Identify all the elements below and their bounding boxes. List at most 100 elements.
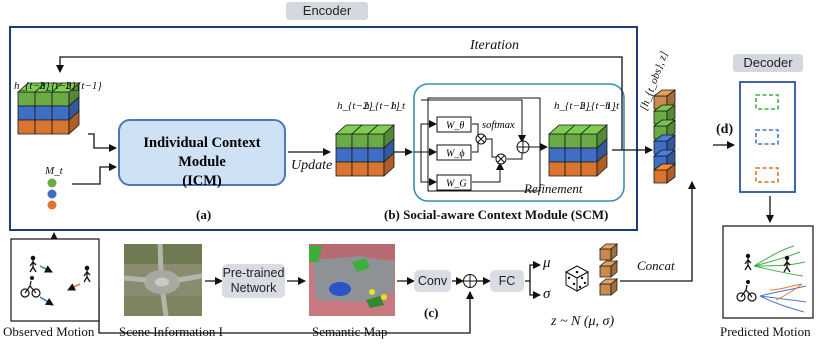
conv-box: Conv [414,270,451,292]
pretrained-line-1: Pre-trained [222,266,285,280]
distribution-label: z ~ N (μ, σ) [551,314,615,329]
add-operator-2 [463,274,477,288]
latent-top-cell [652,89,677,97]
semantic-map-label: Semantic Map [312,324,388,339]
stack-cell [548,147,566,163]
multiply-operator-1 [475,133,487,145]
refined-feature-stack [547,124,609,177]
stack-cell [564,161,582,177]
history-to-icm-arrow [88,133,117,152]
stack-cell [580,147,598,163]
latent-top-cell [652,149,677,157]
encoder-frame [9,26,638,231]
stack-cell [34,119,53,135]
z-cube [599,265,612,278]
stack-cell [548,161,566,177]
updated-label-2: h_t [391,100,406,112]
stack-cell [51,119,70,135]
w-theta-box [436,116,472,133]
dice-icon [564,265,590,292]
refined-label-1: h_{t−1} [580,100,616,112]
z-cube [599,248,612,261]
scm-box [413,83,625,202]
history-label-0: h_{t−3} [14,80,50,92]
stack-cell [351,147,369,163]
decoder-output-orange [755,167,779,183]
stack-side-cell [383,152,395,177]
scene-information-label: Scene Information I [119,324,223,339]
decoder-label: Decoder [733,54,803,72]
fc-box: FC [490,270,524,292]
stack-cell [351,161,369,177]
stack-cell [51,105,70,121]
encoder-label: Encoder [286,2,368,20]
pretrained-network-box: Pre-trained Network [222,264,285,298]
latent-cell [653,169,668,184]
update-label: Update [291,158,333,173]
mu-label: μ [543,255,551,271]
observed-motion-label: Observed Motion [3,324,95,339]
multiply-operator-2 [495,153,507,165]
latent-top-cell [652,119,677,127]
iteration-label: Iteration [470,38,519,53]
stack-cell [34,105,53,121]
mt-dot-orange [47,200,57,210]
stack-cell [335,133,353,149]
history-label-1: h_{t−2} [40,80,76,92]
latent-top-cell [652,104,677,112]
stack-cell [17,105,36,121]
w-g-label: W_G [446,179,467,190]
latent-feature-vector [652,89,677,184]
latent-top-cell [652,134,677,142]
stack-cell [367,147,385,163]
stack-cell [564,147,582,163]
decoder-box [739,81,796,193]
updated-label-0: h_{t−2} [337,100,373,112]
panel-d-label: (d) [716,122,734,137]
stack-cell [51,91,70,107]
z-cube [599,283,612,296]
stack-cell [335,147,353,163]
pretrained-line-2: Network [230,281,277,295]
mt-to-icm-arrow [72,163,117,185]
stack-cell [580,133,598,149]
updated-label-1: h_{t−1} [364,100,400,112]
stack-cell [17,119,36,135]
predicted-motion-image [722,225,814,319]
observed-motion-image [10,238,100,322]
stack-side-cell [596,152,608,177]
concat-arrow [620,181,696,282]
z-cube-top [598,278,619,285]
softmax-label: softmax [482,120,515,131]
history-label-2: h_{t−1} [66,80,102,92]
stack-cell [34,91,53,107]
concat-label: Concat [637,258,675,273]
panel-c-label: (c) [424,305,439,320]
stack-side-cell [68,110,80,135]
stack-cell [367,161,385,177]
w-g-box [436,174,472,191]
refined-label-0: h_{t−2} [554,100,590,112]
icm-subtitle: (ICM) [182,173,222,189]
history-feature-stack [16,82,81,135]
updated-feature-stack [334,124,396,177]
w-phi-box [436,144,472,161]
stack-cell [17,91,36,107]
stack-cell [548,133,566,149]
icm-box: Individual Context Module (ICM) [118,119,286,189]
icm-title: Individual Context Module [143,135,261,170]
z-cube-top [598,260,619,267]
stack-cell [335,161,353,177]
stack-cell [351,133,369,149]
w-theta-label: W_θ [446,121,464,132]
add-operator-1 [516,140,530,154]
semantic-map-image [309,244,395,316]
scene-aerial-image [123,243,203,317]
w-phi-label: W_ϕ [446,149,465,160]
sigma-label: σ [543,286,551,302]
iteration-arrow [56,56,623,150]
stack-cell [564,133,582,149]
refinement-label: Refinement [524,181,583,196]
mt-dot-green [47,178,57,188]
